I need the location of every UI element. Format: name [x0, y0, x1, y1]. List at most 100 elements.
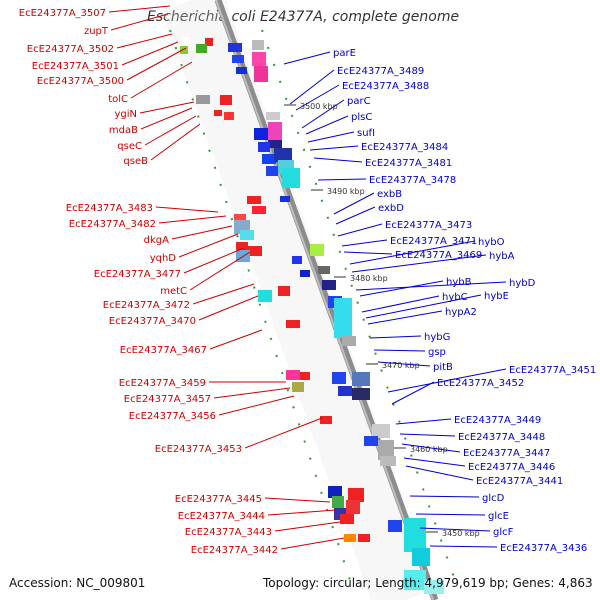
gene-label-ece24377a-3502[interactable]: EcE24377A_3502	[27, 44, 114, 55]
gene-label-ece24377a-3489[interactable]: EcE24377A_3489	[337, 66, 424, 77]
gene-block	[372, 424, 390, 438]
genome-backbone	[214, 0, 439, 600]
gene-label-qseb[interactable]: qseB	[123, 156, 148, 167]
gene-block	[364, 436, 378, 446]
gene-label-ece24377a-3443[interactable]: EcE24377A_3443	[185, 527, 272, 538]
gene-label-glce[interactable]: glcE	[488, 511, 509, 522]
gene-label-ece24377a-3457[interactable]: EcE24377A_3457	[124, 394, 211, 405]
gene-label-ece24377a-3477[interactable]: EcE24377A_3477	[94, 269, 181, 280]
gene-label-mdab[interactable]: mdaB	[109, 125, 138, 136]
gene-label-yqhd[interactable]: yqhD	[150, 253, 177, 264]
gene-label-tolc[interactable]: tolC	[108, 94, 128, 105]
gene-block	[236, 67, 247, 74]
gene-block	[262, 154, 276, 164]
gene-block	[352, 372, 370, 386]
gene-label-ece24377a-3441[interactable]: EcE24377A_3441	[476, 476, 563, 487]
gene-label-ece24377a-3447[interactable]: EcE24377A_3447	[463, 448, 550, 459]
gene-label-ece24377a-3501[interactable]: EcE24377A_3501	[32, 61, 119, 72]
gene-label-ece24377a-3471[interactable]: EcE24377A_3471	[390, 236, 477, 247]
gene-label-ygin[interactable]: ygiN	[114, 109, 137, 120]
gene-label-hybe[interactable]: hybE	[484, 291, 509, 302]
leader-line	[351, 254, 487, 273]
gene-label-ece24377a-3469[interactable]: EcE24377A_3469	[395, 250, 482, 261]
gene-label-hybb[interactable]: hybB	[446, 277, 472, 288]
gene-label-ece24377a-3472[interactable]: EcE24377A_3472	[103, 300, 190, 311]
gene-label-ece24377a-3436[interactable]: EcE24377A_3436	[500, 543, 587, 554]
leader-line	[274, 521, 341, 532]
gene-label-qsec[interactable]: qseC	[117, 141, 142, 152]
leader-line	[218, 395, 295, 416]
gene-label-ece24377a-3473[interactable]: EcE24377A_3473	[385, 220, 472, 231]
gene-label-metc[interactable]: metC	[160, 286, 187, 297]
gene-block	[196, 95, 210, 104]
gene-label-ece24377a-3444[interactable]: EcE24377A_3444	[178, 511, 265, 522]
gene-label-ece24377a-3446[interactable]: EcE24377A_3446	[468, 462, 555, 473]
gene-label-ece24377a-3442[interactable]: EcE24377A_3442	[191, 545, 278, 556]
gene-label-ece24377a-3451[interactable]: EcE24377A_3451	[509, 365, 596, 376]
gene-label-hybg[interactable]: hybG	[424, 332, 450, 343]
gene-label-hybd[interactable]: hybD	[509, 278, 536, 289]
leader-line	[355, 281, 507, 291]
gene-label-ece24377a-3453[interactable]: EcE24377A_3453	[155, 444, 242, 455]
leader-line	[317, 178, 367, 181]
gene-block	[258, 142, 270, 152]
gene-label-pare[interactable]: parE	[333, 48, 356, 59]
gene-label-ece24377a-3445[interactable]: EcE24377A_3445	[175, 494, 262, 505]
gene-label-ece24377a-3459[interactable]: EcE24377A_3459	[119, 378, 206, 389]
gene-label-hyba[interactable]: hybA	[489, 251, 515, 262]
gene-label-exbb[interactable]: exbB	[377, 189, 402, 200]
gene-label-dkga[interactable]: dkgA	[144, 235, 169, 246]
gene-label-ece24377a-3470[interactable]: EcE24377A_3470	[109, 316, 196, 327]
gene-block	[310, 244, 324, 256]
leader-line	[280, 537, 345, 550]
scale-tick-label: 3500 kbp	[300, 102, 338, 111]
gene-label-sufi[interactable]: sufI	[357, 128, 375, 139]
gene-label-ece24377a-3483[interactable]: EcE24377A_3483	[66, 203, 153, 214]
leader-line	[171, 225, 233, 240]
gene-label-pitb[interactable]: pitB	[433, 362, 453, 373]
gene-block	[258, 290, 272, 302]
gene-label-exbd[interactable]: exbD	[378, 203, 404, 214]
leader-line	[309, 145, 359, 151]
gene-label-ece24377a-3452[interactable]: EcE24377A_3452	[437, 378, 524, 389]
gene-block	[286, 320, 300, 328]
leader-line	[405, 465, 474, 481]
leader-line	[313, 157, 363, 163]
gene-block	[340, 514, 354, 524]
leader-line	[139, 101, 195, 114]
gene-label-gsp[interactable]: gsp	[428, 347, 446, 358]
gene-label-ece24377a-3456[interactable]: EcE24377A_3456	[129, 411, 216, 422]
leader-line	[183, 247, 245, 274]
gene-label-ece24377a-3482[interactable]: EcE24377A_3482	[69, 219, 156, 230]
gene-label-ece24377a-3484[interactable]: EcE24377A_3484	[361, 142, 448, 153]
gene-label-ece24377a-3449[interactable]: EcE24377A_3449	[454, 415, 541, 426]
gene-label-glcf[interactable]: glcF	[493, 527, 514, 538]
leader-line	[377, 361, 431, 367]
leader-line	[369, 335, 422, 339]
scale-tick-label: 3450 kbp	[442, 529, 480, 538]
gene-label-parc[interactable]: parC	[347, 96, 371, 107]
gene-block	[286, 370, 300, 380]
leader-line	[267, 509, 337, 516]
gene-label-hybo[interactable]: hybO	[478, 237, 505, 248]
gene-block	[332, 372, 346, 384]
gene-label-ece24377a-3488[interactable]: EcE24377A_3488	[342, 81, 429, 92]
gene-label-hybc[interactable]: hybC	[442, 292, 468, 303]
gene-label-ece24377a-3478[interactable]: EcE24377A_3478	[369, 175, 456, 186]
gene-label-hypa2[interactable]: hypA2	[445, 307, 477, 318]
gene-label-ece24377a-3507[interactable]: EcE24377A_3507	[19, 8, 106, 19]
gene-label-ece24377a-3500[interactable]: EcE24377A_3500	[37, 76, 124, 87]
left-dotted-track	[169, 29, 351, 581]
gene-label-ece24377a-3467[interactable]: EcE24377A_3467	[120, 345, 207, 356]
leader-line	[244, 417, 323, 449]
gene-block	[404, 570, 426, 590]
gene-label-zupt[interactable]: zupT	[84, 26, 109, 37]
gene-label-plsc[interactable]: plsC	[351, 112, 372, 123]
gene-label-ece24377a-3448[interactable]: EcE24377A_3448	[458, 432, 545, 443]
gene-label-glcd[interactable]: glcD	[482, 493, 505, 504]
gene-label-ece24377a-3481[interactable]: EcE24377A_3481	[365, 158, 452, 169]
leader-line	[289, 69, 335, 105]
gene-block	[252, 52, 266, 66]
gene-block	[268, 140, 282, 148]
